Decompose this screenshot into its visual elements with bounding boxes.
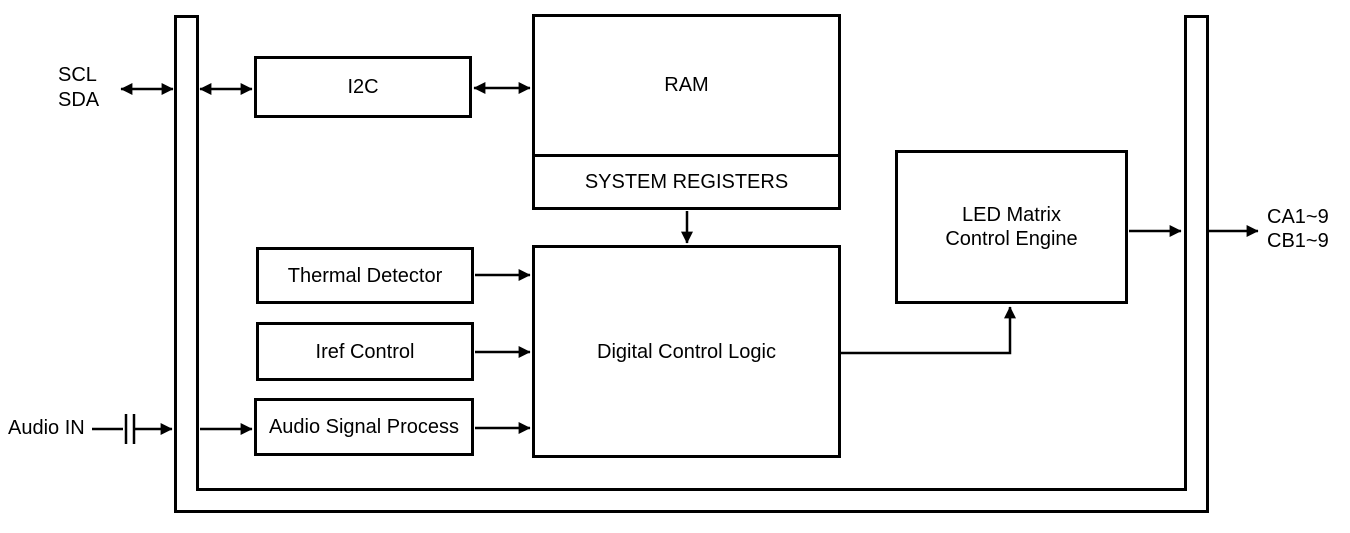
pin-cb: CB1~9 bbox=[1267, 230, 1329, 252]
block-digital-control-logic-label: Digital Control Logic bbox=[597, 340, 776, 363]
block-ram: RAM bbox=[535, 17, 838, 154]
pin-audio-in: Audio IN bbox=[8, 417, 85, 439]
pin-label-scl-sda: SCL SDA bbox=[58, 63, 99, 113]
block-i2c: I2C bbox=[254, 56, 472, 118]
block-iref-control: Iref Control bbox=[256, 322, 474, 381]
block-thermal-detector: Thermal Detector bbox=[256, 247, 474, 304]
block-lmce-label-line2: Control Engine bbox=[945, 228, 1078, 250]
pin-sda: SDA bbox=[58, 89, 100, 111]
capacitor-icon bbox=[124, 414, 136, 444]
block-lmce-label-line1: LED Matrix bbox=[962, 204, 1061, 226]
block-audio-signal-process: Audio Signal Process bbox=[254, 398, 474, 456]
block-audio-signal-process-label: Audio Signal Process bbox=[268, 416, 460, 438]
block-digital-control-logic: Digital Control Logic bbox=[532, 245, 841, 458]
bus-channel bbox=[174, 15, 1209, 513]
block-thermal-detector-label: Thermal Detector bbox=[287, 264, 443, 287]
block-led-matrix-control-engine: LED Matrix Control Engine bbox=[895, 150, 1128, 304]
pin-ca: CA1~9 bbox=[1267, 206, 1329, 228]
block-iref-control-label: Iref Control bbox=[315, 340, 415, 363]
block-ram-system-registers: RAM SYSTEM REGISTERS bbox=[532, 14, 841, 210]
pin-label-audio-in: Audio IN bbox=[8, 416, 85, 441]
block-system-registers-label: SYSTEM REGISTERS bbox=[584, 170, 789, 193]
block-system-registers: SYSTEM REGISTERS bbox=[535, 154, 838, 207]
pin-label-ca-cb: CA1~9 CB1~9 bbox=[1267, 205, 1329, 253]
block-ram-label: RAM bbox=[664, 74, 709, 96]
pin-scl: SCL bbox=[58, 64, 97, 86]
arrow-dcl-lmce bbox=[841, 306, 1017, 355]
block-i2c-label: I2C bbox=[347, 76, 379, 98]
